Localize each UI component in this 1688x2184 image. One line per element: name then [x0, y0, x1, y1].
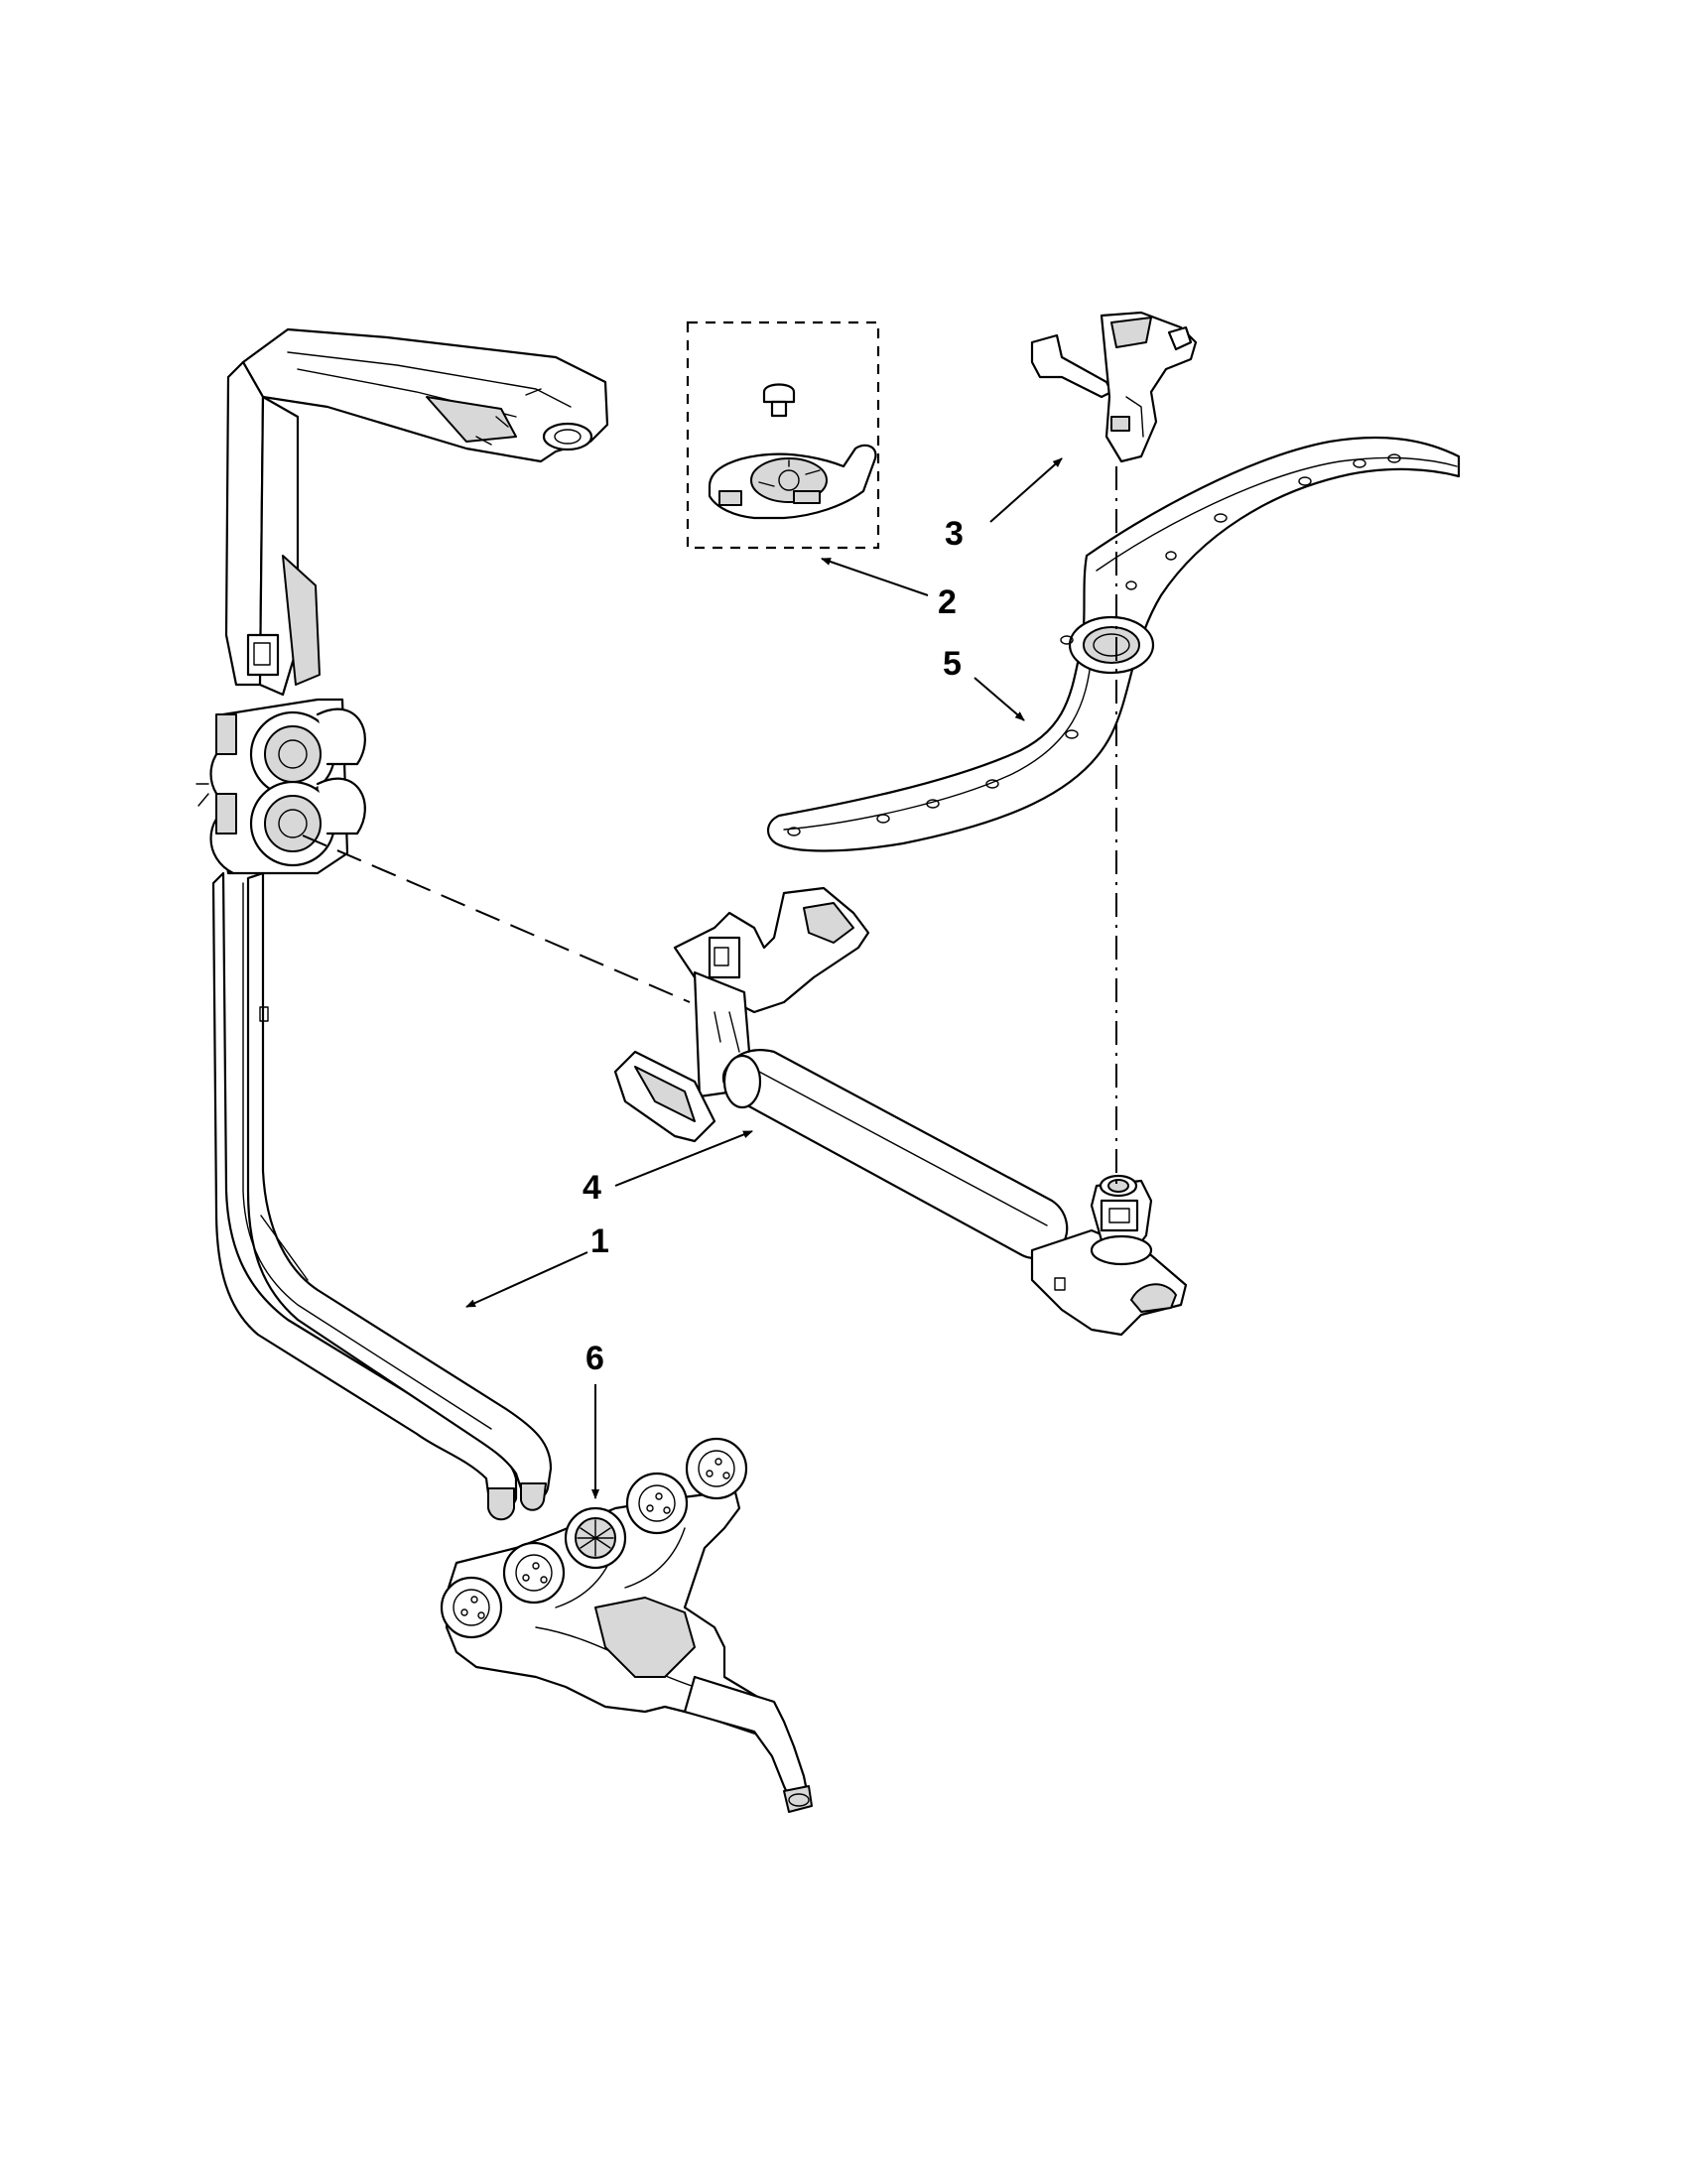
part-4-lower-manifold: [613, 886, 1188, 1337]
part-5-spray-arm: [767, 436, 1461, 852]
callout-5: 5: [943, 645, 962, 683]
alignment-lines: [302, 466, 1117, 1186]
part-1-feed-tube: [195, 327, 609, 1521]
callout-1: 1: [590, 1222, 609, 1260]
part-6-spray-manifold: [440, 1437, 813, 1813]
leader-4: [614, 1130, 753, 1187]
alignment-line-manifold: [302, 835, 691, 1003]
callouts: 1 2 3 4 5 6: [465, 457, 1063, 1499]
callout-6: 6: [585, 1340, 604, 1377]
callout-2: 2: [938, 583, 957, 621]
part-3-bracket: [1030, 311, 1198, 463]
part-2-kit: [686, 321, 880, 550]
callout-3: 3: [945, 515, 964, 553]
kit-boundary-box: [686, 321, 880, 550]
leader-2: [821, 558, 929, 596]
leader-1: [465, 1251, 588, 1308]
callout-4: 4: [583, 1169, 601, 1207]
leader-5: [974, 677, 1025, 721]
leader-3: [989, 457, 1063, 523]
